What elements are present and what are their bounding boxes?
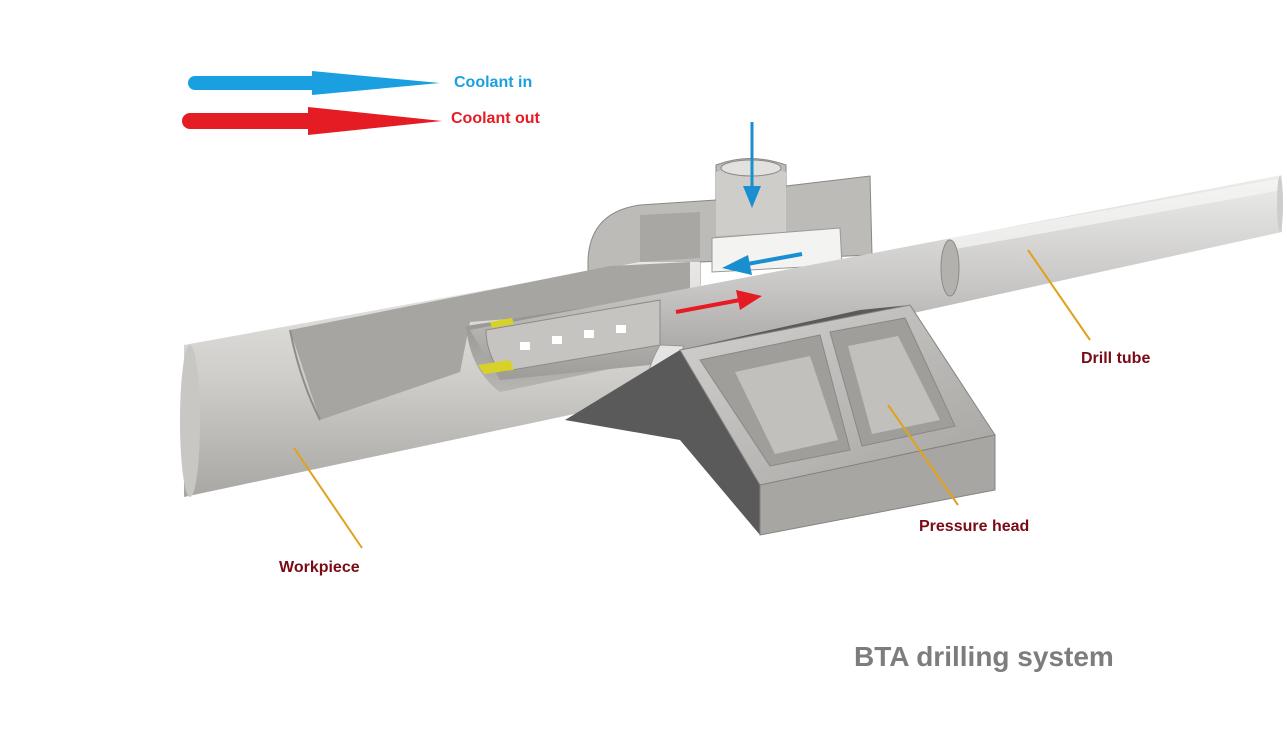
coolant-in-label: Coolant in [454,74,533,91]
coolant-out-legend-arrow [182,107,442,135]
diagram-title: BTA drilling system [854,641,1114,672]
coolant-in-flow-arrow-horizontal [722,252,803,275]
drill-tube-leader [1027,249,1091,341]
coolant-out-flow-arrow [675,290,762,314]
workpiece-leader [293,447,363,549]
pressure-head-label: Pressure head [919,518,1030,535]
coolant-out-label: Coolant out [451,110,540,127]
pressure-head-leader [887,404,959,506]
workpiece-label: Workpiece [279,559,360,576]
drill-tube-label: Drill tube [1081,350,1151,367]
workpiece-body [180,262,700,497]
coolant-in-flow-arrow-vertical [743,122,761,208]
coolant-in-legend-arrow [188,71,440,95]
drill-head [478,299,661,374]
drill-tube [470,175,1283,380]
pressure-head-base [565,304,996,536]
